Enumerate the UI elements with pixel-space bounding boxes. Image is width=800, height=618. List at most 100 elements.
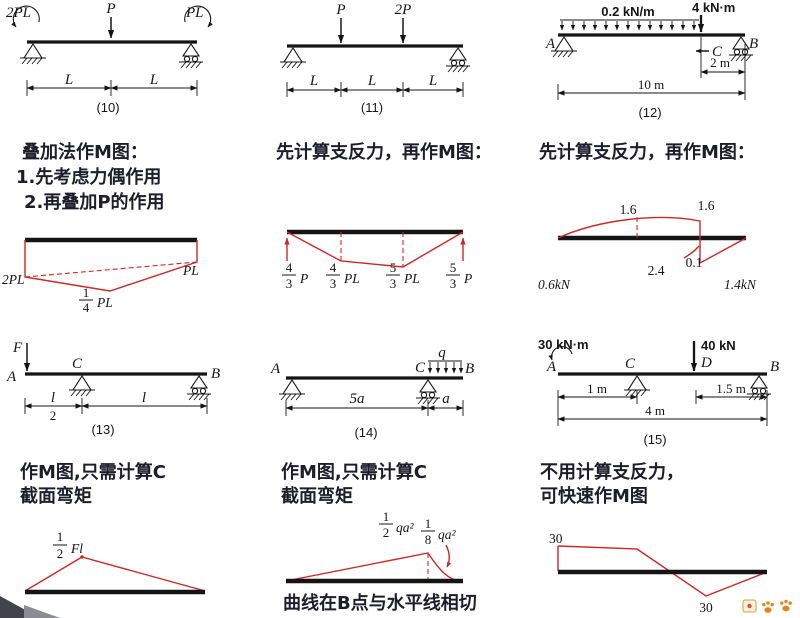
notes-13: 作M图,只需计算C 截面弯矩 — [20, 461, 166, 507]
moment-diagram-11: 4 3 P 4 3 PL 5 3 PL 5 3 P — [282, 229, 472, 291]
distributed-load — [559, 19, 699, 31]
fraction-label: 1 8 qa² — [421, 516, 457, 547]
node-label-b: B — [749, 36, 758, 52]
svg-text:4: 4 — [286, 260, 293, 275]
span-label: l — [142, 390, 146, 406]
moment-diagram-14: 1 2 qa² 1 8 qa² 曲线在B点与水平线相切 — [283, 509, 477, 614]
svg-text:3: 3 — [286, 276, 293, 291]
node-label-a: A — [6, 369, 17, 385]
dim-label: 1 m — [587, 381, 607, 396]
svg-text:5: 5 — [390, 260, 397, 275]
beam-figure-13: F A C B l 2 l (13) — [6, 340, 220, 437]
leader-curve — [445, 544, 452, 568]
moment-load-label: 4 kN·m — [692, 0, 735, 15]
dim-label: 2 m — [710, 55, 730, 70]
pin-support-icon — [278, 379, 306, 401]
moment-load-label: 30 kN·m — [538, 337, 589, 352]
notes-10: 叠加法作M图： 1.先考虑力偶作用 2.再叠加P的作用 — [16, 141, 165, 213]
moment-value: 1.6 — [620, 202, 637, 217]
fraction-label: 1 2 Fl — [53, 529, 83, 561]
viewer-floating-icons[interactable] — [742, 599, 792, 613]
svg-text:3: 3 — [390, 276, 397, 291]
span-label: L — [428, 73, 437, 89]
figure-caption: (10) — [96, 100, 119, 115]
fraction-label: 1 2 qa² — [379, 509, 415, 540]
moment-curve — [286, 231, 464, 268]
problem-15: 30 kN·m 40 kN A C D B 1 m 1.5 m 4 m (15)… — [538, 337, 779, 615]
svg-text:P: P — [299, 271, 308, 286]
roller-support-icon — [445, 47, 471, 73]
svg-text:4: 4 — [83, 300, 90, 315]
figure-caption: (13) — [91, 422, 114, 437]
moment-value: 2.4 — [648, 263, 665, 278]
viewer-dot-icon — [747, 603, 752, 609]
svg-text:qa²: qa² — [396, 520, 415, 535]
svg-text:PL: PL — [403, 271, 420, 286]
note-line: 1.先考虑力偶作用 — [16, 166, 161, 188]
moment-diagram-13: 1 2 Fl — [24, 529, 206, 595]
moment-diagram-15: 30 30 — [549, 531, 768, 615]
problem-13: F A C B l 2 l (13) 作M图,只需计算C 截面弯矩 1 2 Fl — [6, 340, 220, 595]
beam-figure-10: 2PL PL P L L (10) — [6, 1, 213, 115]
paw-icon[interactable] — [762, 601, 774, 613]
svg-text:Fl: Fl — [70, 541, 83, 556]
moment-diagram-12: 1.6 1.6 2.4 0.1 0.6kN 1.4kN — [538, 198, 757, 292]
problem-11: P 2P L L L (11) 先计算支反力，再作M图： 4 3 P — [276, 2, 492, 291]
note-line: 可快速作M图 — [540, 485, 648, 507]
moment-arrow-right-icon — [184, 5, 213, 28]
paw-icon[interactable] — [780, 599, 792, 612]
pin-support-icon — [68, 375, 96, 397]
reaction-value-left: 0.6kN — [538, 277, 571, 292]
moment-diagram-10: 2PL PL 1 4 PL — [2, 237, 199, 315]
dimension-lines: l 2 l — [24, 390, 208, 423]
point-load-label: F — [12, 340, 23, 356]
fraction-label: 4 3 PL — [326, 260, 360, 291]
moment-arrow-icon — [548, 346, 573, 361]
svg-text:PL: PL — [96, 295, 113, 310]
note-line: 作M图,只需计算C — [281, 461, 427, 483]
reaction-value-right: 1.4kN — [724, 277, 757, 292]
moment-value-top: 30 — [549, 531, 563, 546]
moment-peak-dot — [80, 555, 84, 559]
fraction-label: 1 4 PL — [79, 285, 113, 315]
moment-value-bottom: 30 — [699, 600, 713, 615]
moment-value-left: 2PL — [2, 272, 25, 287]
node-label-c: C — [712, 44, 723, 60]
note-line: 先计算支反力，再作M图： — [276, 141, 492, 163]
moment-arrow-left-icon — [11, 5, 40, 28]
node-label-b: B — [770, 359, 779, 375]
moment-left-label: 2PL — [6, 5, 31, 21]
figure-caption: (14) — [354, 425, 377, 440]
node-label-a: A — [545, 36, 556, 52]
node-label-c: C — [625, 356, 636, 372]
dimension-lines: L L L — [286, 73, 464, 97]
dimension-lines: 2 m 10 m — [557, 37, 746, 100]
dimension-lines: 5a a — [285, 391, 464, 416]
notes-15: 不用计算支反力， 可快速作M图 — [540, 461, 684, 507]
beam-figure-14: q A C B 5a a (14) — [270, 345, 474, 440]
dim-label: 1.5 m — [716, 381, 746, 396]
figure-caption: (15) — [643, 432, 666, 447]
svg-text:2: 2 — [383, 525, 390, 540]
node-label-b: B — [465, 361, 474, 377]
tangent-note: 曲线在B点与水平线相切 — [283, 592, 477, 614]
span-fraction-den: 2 — [50, 408, 57, 423]
dim-label: 10 m — [638, 77, 664, 92]
span-label: L — [149, 72, 158, 88]
point-load-label: 40 kN — [701, 338, 736, 353]
problem-12: 0.2 kN/m 4 kN·m A B C 2 m 10 m (12) 先计算支… — [538, 0, 758, 292]
svg-text:1: 1 — [425, 516, 432, 531]
svg-text:3: 3 — [330, 276, 337, 291]
moment-curve — [24, 556, 206, 592]
svg-text:P: P — [463, 271, 472, 286]
point-load-label: 2P — [395, 2, 412, 18]
moment-curve — [285, 552, 463, 582]
fraction-label: 4 3 P — [282, 260, 308, 291]
dimension-lines: L L — [26, 72, 198, 96]
udl-label: q — [438, 345, 446, 361]
node-label-a: A — [546, 359, 557, 375]
span-label: 5a — [350, 391, 365, 407]
point-load-label: P — [335, 2, 345, 18]
